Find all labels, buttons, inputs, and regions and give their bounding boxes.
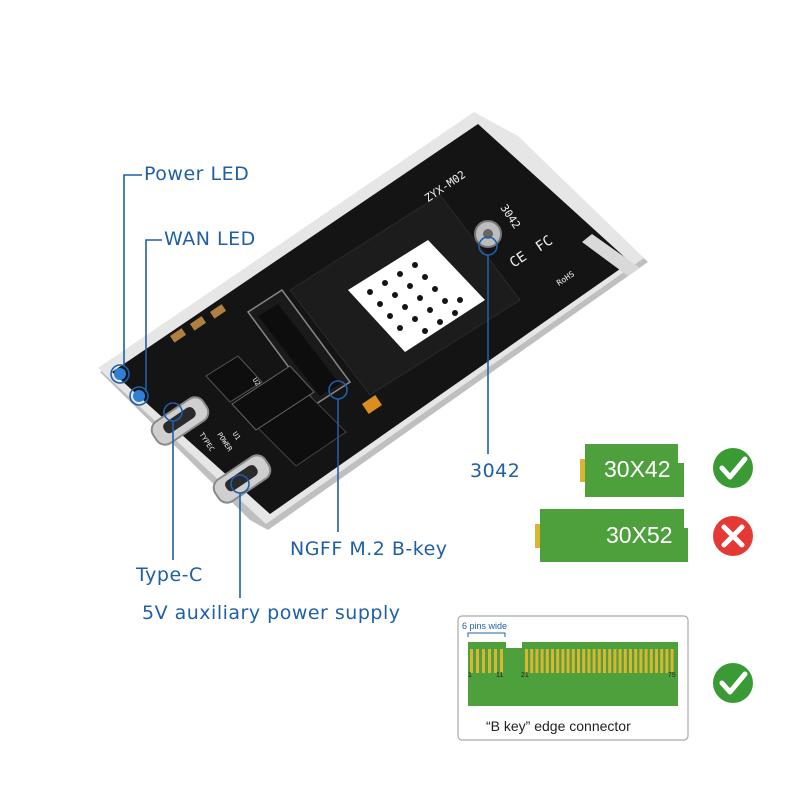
edge-pin [608,649,612,673]
aux-power-label: 5V auxiliary power supply [142,602,401,624]
edge-pin [644,649,648,673]
edge-pin [613,649,617,673]
edge-pin [660,649,664,673]
edge-connector-diagram [457,615,689,741]
connector-check-icon [713,663,753,703]
type-c-port [150,396,210,446]
ngff-label: NGFF M.2 B-key [290,538,448,560]
edge-pin [655,649,658,673]
callout-lines [110,174,498,598]
check-icon [713,448,753,488]
card-30x42-label: 30X42 [604,456,671,482]
card-30x52 [535,509,688,562]
edge-pin [623,649,627,673]
card-30x42 [580,444,684,497]
edge-pin [597,649,601,673]
edge-pin [670,649,674,673]
edge-pin [551,649,554,673]
edge-pin [540,649,544,673]
edge-pin [577,649,580,673]
edge-pin [587,649,591,673]
adapter-board [98,112,648,530]
edge-pin [535,649,539,673]
power-type-c-port [212,454,272,504]
card-30x52-label: 30X52 [606,522,673,548]
pins-note: 6 pins wide [462,621,508,631]
edge-connector-caption: “B key” edge connector [486,718,631,734]
edge-pin [639,649,643,673]
edge-pin [603,649,606,673]
edge-pin [530,649,534,673]
pin-label-1: 1 [468,672,472,679]
cross-icon [713,516,753,556]
edge-pin [592,649,596,673]
edge-pin [649,649,653,673]
power-led [114,368,126,380]
wan-led [133,390,145,402]
wan-led-label: WAN LED [164,228,256,250]
pin-label-11: 11 [496,672,504,679]
edge-pin [545,649,549,673]
edge-pin [629,649,632,673]
edge-pin [618,649,622,673]
edge-pin [561,649,565,673]
edge-pin [571,649,575,673]
edge-pin [582,649,586,673]
power-led-label: Power LED [144,163,250,185]
size-3042-label: 3042 [470,460,521,482]
edge-pin [525,649,528,673]
edge-pin [634,649,638,673]
edge-pin [556,649,560,673]
pin-label-21: 21 [521,672,529,679]
pin-label-75: 75 [668,672,676,679]
type-c-label: Type-C [136,564,203,586]
edge-pin [665,649,669,673]
edge-pin [566,649,570,673]
